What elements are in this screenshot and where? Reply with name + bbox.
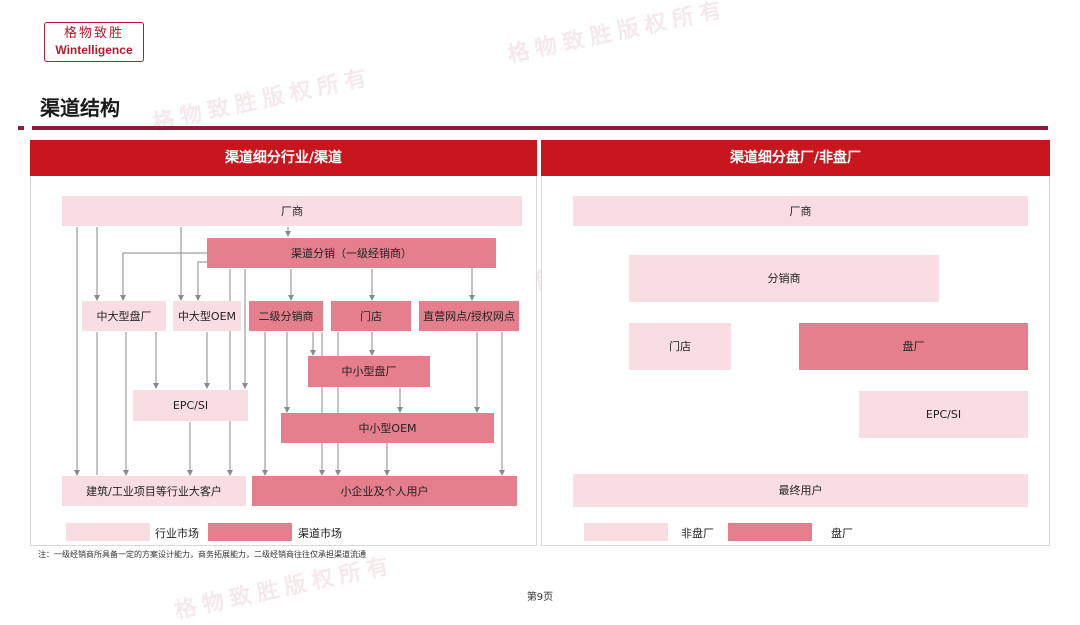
box-mid-large-oem: 中大型OEM xyxy=(173,301,241,331)
right-panel-header: 渠道细分盘厂/非盘厂 xyxy=(541,140,1050,176)
title-rule-dot xyxy=(18,126,24,130)
legend-swatch-industry xyxy=(66,523,150,541)
box-distributor-right: 分销商 xyxy=(629,255,939,302)
footnote: 注：一级经销商所具备一定的方案设计能力，商务拓展能力，二级经销商往往仅承担渠道流… xyxy=(38,550,366,559)
box-sme-users: 小企业及个人用户 xyxy=(252,476,517,506)
title-rule xyxy=(32,126,1048,130)
page-title: 渠道结构 xyxy=(40,96,120,120)
box-store: 门店 xyxy=(331,301,411,331)
box-mid-large-pan: 中大型盘厂 xyxy=(82,301,166,331)
legend-label-pan: 盘厂 xyxy=(831,527,853,540)
legend-label-non-pan: 非盘厂 xyxy=(681,527,714,540)
box-direct-outlet: 直营网点/授权网点 xyxy=(419,301,519,331)
left-panel-header: 渠道细分行业/渠道 xyxy=(30,140,537,176)
box-small-mid-pan: 中小型盘厂 xyxy=(308,356,430,387)
box-construction-clients: 建筑/工业项目等行业大客户 xyxy=(62,476,246,506)
logo-en: Wintelligence xyxy=(55,43,133,57)
legend-swatch-channel xyxy=(208,523,292,541)
box-pan-factory: 盘厂 xyxy=(799,323,1028,370)
box-manufacturer: 厂商 xyxy=(62,196,522,226)
legend-swatch-non-pan xyxy=(584,523,668,541)
box-secondary-distributor: 二级分销商 xyxy=(249,301,323,331)
brand-logo: 格物致胜 Wintelligence xyxy=(44,22,144,62)
box-end-users: 最终用户 xyxy=(573,474,1028,507)
legend-label-channel: 渠道市场 xyxy=(298,527,342,540)
legend-label-industry: 行业市场 xyxy=(155,527,199,540)
box-store-right: 门店 xyxy=(629,323,731,370)
legend-swatch-pan xyxy=(728,523,812,541)
box-epc-si-left: EPC/SI xyxy=(133,390,248,421)
page-number: 第9页 xyxy=(526,592,554,603)
box-manufacturer-right: 厂商 xyxy=(573,196,1028,226)
logo-cn: 格物致胜 xyxy=(63,26,124,41)
box-epc-si-right: EPC/SI xyxy=(859,391,1028,438)
box-distributor: 渠道分销（一级经销商） xyxy=(207,238,496,268)
box-small-mid-oem: 中小型OEM xyxy=(281,413,494,443)
